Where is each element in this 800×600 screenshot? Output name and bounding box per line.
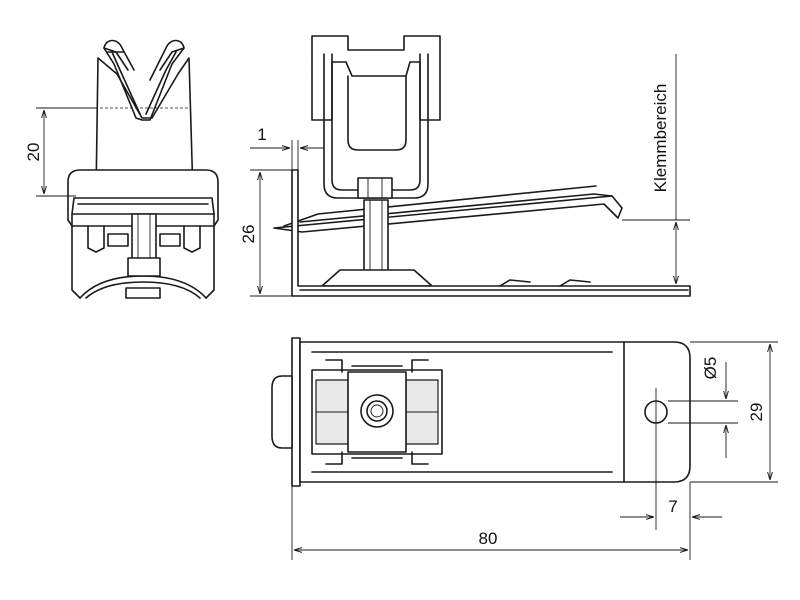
dimension-80: 80 [479,529,498,548]
dimension-klemmbereich: Klemmbereich [651,84,670,193]
dimension-hole-diameter: Ø5 [701,357,720,380]
dimension-20: 20 [24,143,43,162]
side-view: 1 26 Klemmbereich [239,35,691,297]
dimension-26: 26 [239,225,258,244]
dimension-1: 1 [257,125,266,144]
top-view: Ø5 29 7 80 [271,337,778,560]
dimension-7: 7 [668,497,677,516]
dimension-29: 29 [747,403,766,422]
front-view: 20 [24,39,219,299]
